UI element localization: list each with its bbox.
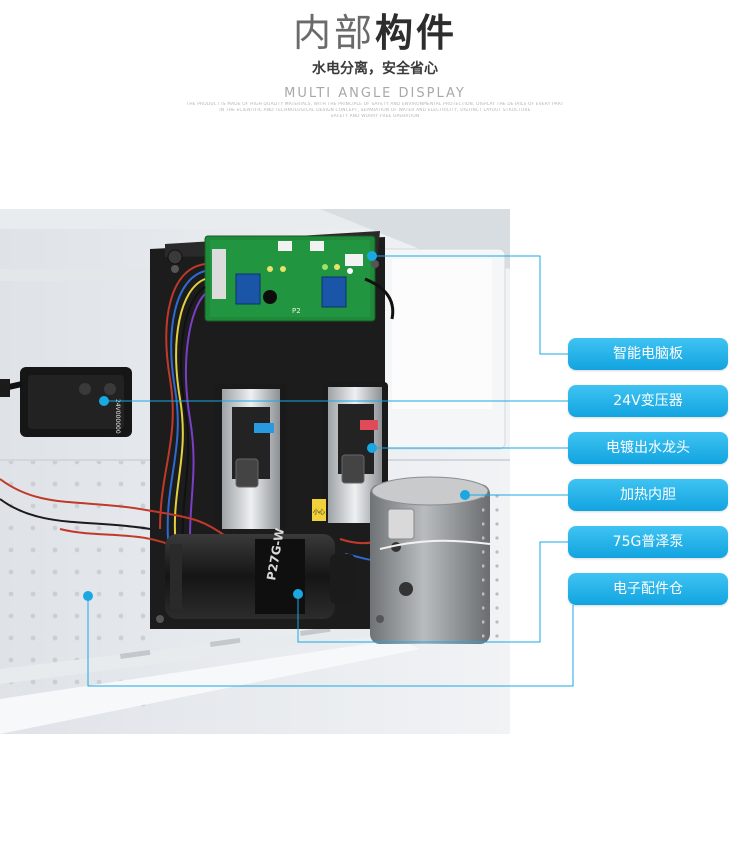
heating-tank xyxy=(370,476,504,644)
transformer-text: 24V000000 xyxy=(114,399,121,434)
label-24v-transformer: 24V变压器 xyxy=(568,385,728,417)
label-heating-tank: 加热内胆 xyxy=(568,479,728,511)
label-smart-control-board: 智能电脑板 xyxy=(568,338,728,370)
pump-75g: P27G-W xyxy=(165,527,355,619)
page-title: 内部构件 xyxy=(0,2,750,57)
fine-print-line-3: SAFETY AND WORRY FREE OPERATION xyxy=(330,114,420,119)
faucet-right xyxy=(322,382,388,523)
fine-print-line-2: IN THE SCIENTIFIC AND TECHNOLOGICAL DESI… xyxy=(219,108,531,113)
label-electronics-compartment: 电子配件仓 xyxy=(568,573,728,605)
label-plated-faucet: 电镀出水龙头 xyxy=(568,432,728,464)
wiring xyxy=(0,263,401,570)
label-75g-pump: 75G普泽泵 xyxy=(568,526,728,558)
english-heading: MULTI ANGLE DISPLAY xyxy=(284,86,466,101)
product-interior-photo: P2 24V000000 xyxy=(0,209,510,734)
faucet-left xyxy=(215,384,287,529)
warning-sticker xyxy=(312,499,326,521)
interior-illustration: P2 24V000000 xyxy=(0,209,510,734)
pcb-text: P2 xyxy=(292,307,301,315)
title-bold: 构件 xyxy=(375,11,458,55)
fine-print-line-1: THE PRODUCT IS MADE OF HIGH QUALITY MATE… xyxy=(186,102,564,107)
title-light: 内部 xyxy=(292,11,375,55)
subtitle: 水电分离，安全省心 xyxy=(312,61,438,77)
sticker-text: 小心 xyxy=(313,508,325,516)
